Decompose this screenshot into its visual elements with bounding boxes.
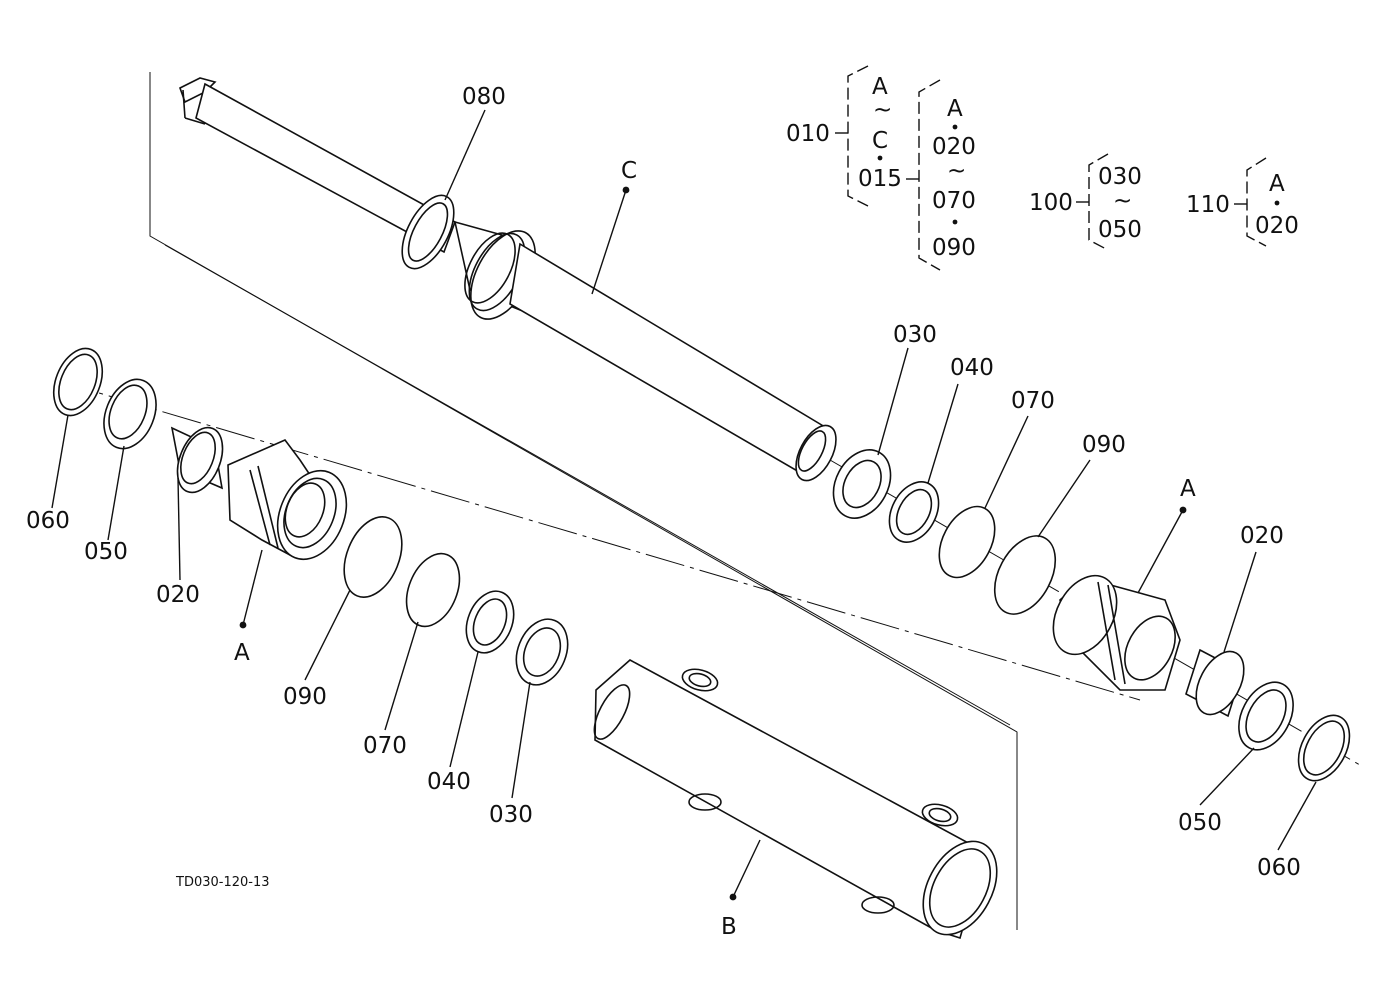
leader-dots xyxy=(239,186,1187,901)
label-050-right: 050 xyxy=(1178,810,1222,836)
wiper-seal-050-left xyxy=(103,378,157,450)
legend-010: 010 A ~ C 015 xyxy=(786,65,902,207)
piston-rod xyxy=(179,77,837,482)
legend-015-l1: A xyxy=(947,96,963,122)
legend-015-tilde: ~ xyxy=(947,158,966,184)
label-040-left: 040 xyxy=(427,769,471,795)
callout-labels: 080 C 060 050 020 A 090 070 040 030 B 03… xyxy=(26,84,1301,940)
label-060-left: 060 xyxy=(26,508,70,534)
label-070-left: 070 xyxy=(363,733,407,759)
cylinder-tube-B xyxy=(593,659,998,940)
label-090-right: 090 xyxy=(1082,432,1126,458)
legend-110-top: A xyxy=(1269,171,1285,197)
label-020-right: 020 xyxy=(1240,523,1284,549)
legend-100-top: 030 xyxy=(1098,164,1142,190)
legend-110-code: 110 xyxy=(1186,192,1230,218)
label-A-left: A xyxy=(234,640,250,666)
legend-100-bottom: 050 xyxy=(1098,217,1142,243)
drawing-code: TD030-120-13 xyxy=(175,875,270,890)
label-080: 080 xyxy=(462,84,506,110)
legend-100: 100 030 ~ 050 xyxy=(1029,153,1142,251)
assembly-outline xyxy=(149,72,1018,930)
label-050-left: 050 xyxy=(84,539,128,565)
label-020-left: 020 xyxy=(156,582,200,608)
label-030-left: 030 xyxy=(489,802,533,828)
legend-110-bottom: 020 xyxy=(1255,213,1299,239)
legend-010-bottom: 015 xyxy=(858,166,902,192)
backup-ring-040-right xyxy=(888,481,940,543)
o-ring-070-right xyxy=(938,505,996,579)
label-C: C xyxy=(621,158,637,184)
legend-015-l2: 020 xyxy=(932,134,976,160)
rod-guide-A-right xyxy=(1052,574,1181,691)
label-030-right: 030 xyxy=(893,322,937,348)
legend-015-l3: 070 xyxy=(932,188,976,214)
rod-guide-A-left xyxy=(227,439,348,561)
legend-100-code: 100 xyxy=(1029,190,1073,216)
label-060-right: 060 xyxy=(1257,855,1301,881)
label-B: B xyxy=(721,914,737,940)
legend-100-tilde: ~ xyxy=(1113,188,1132,214)
snap-ring-060-right xyxy=(1297,714,1351,782)
legend-015: A 020 ~ 070 090 xyxy=(906,79,976,271)
rod-seal-030-left xyxy=(515,618,569,686)
label-090-left: 090 xyxy=(283,684,327,710)
label-040-right: 040 xyxy=(950,355,994,381)
o-ring-070-left xyxy=(405,552,461,628)
legend-010-tilde: ~ xyxy=(873,97,892,123)
o-ring-090-right xyxy=(993,535,1057,615)
label-070-right: 070 xyxy=(1011,388,1055,414)
legend-010-top: A xyxy=(872,74,888,100)
bushing-020-left xyxy=(170,426,224,494)
snap-ring-060-left xyxy=(52,347,104,417)
legend-015-l4: 090 xyxy=(932,235,976,261)
rod-seal-030-right xyxy=(832,449,892,519)
legend-110: 110 A 020 xyxy=(1186,157,1299,247)
leader-lines xyxy=(51,109,1317,898)
bushing-020-right xyxy=(1185,648,1245,718)
backup-ring-040-left xyxy=(465,590,515,654)
legend-010-mid: C xyxy=(872,128,888,154)
label-A-right: A xyxy=(1180,476,1196,502)
o-ring-090-left xyxy=(343,516,403,598)
wiper-seal-050-right xyxy=(1238,681,1294,751)
legend-010-code: 010 xyxy=(786,121,830,147)
